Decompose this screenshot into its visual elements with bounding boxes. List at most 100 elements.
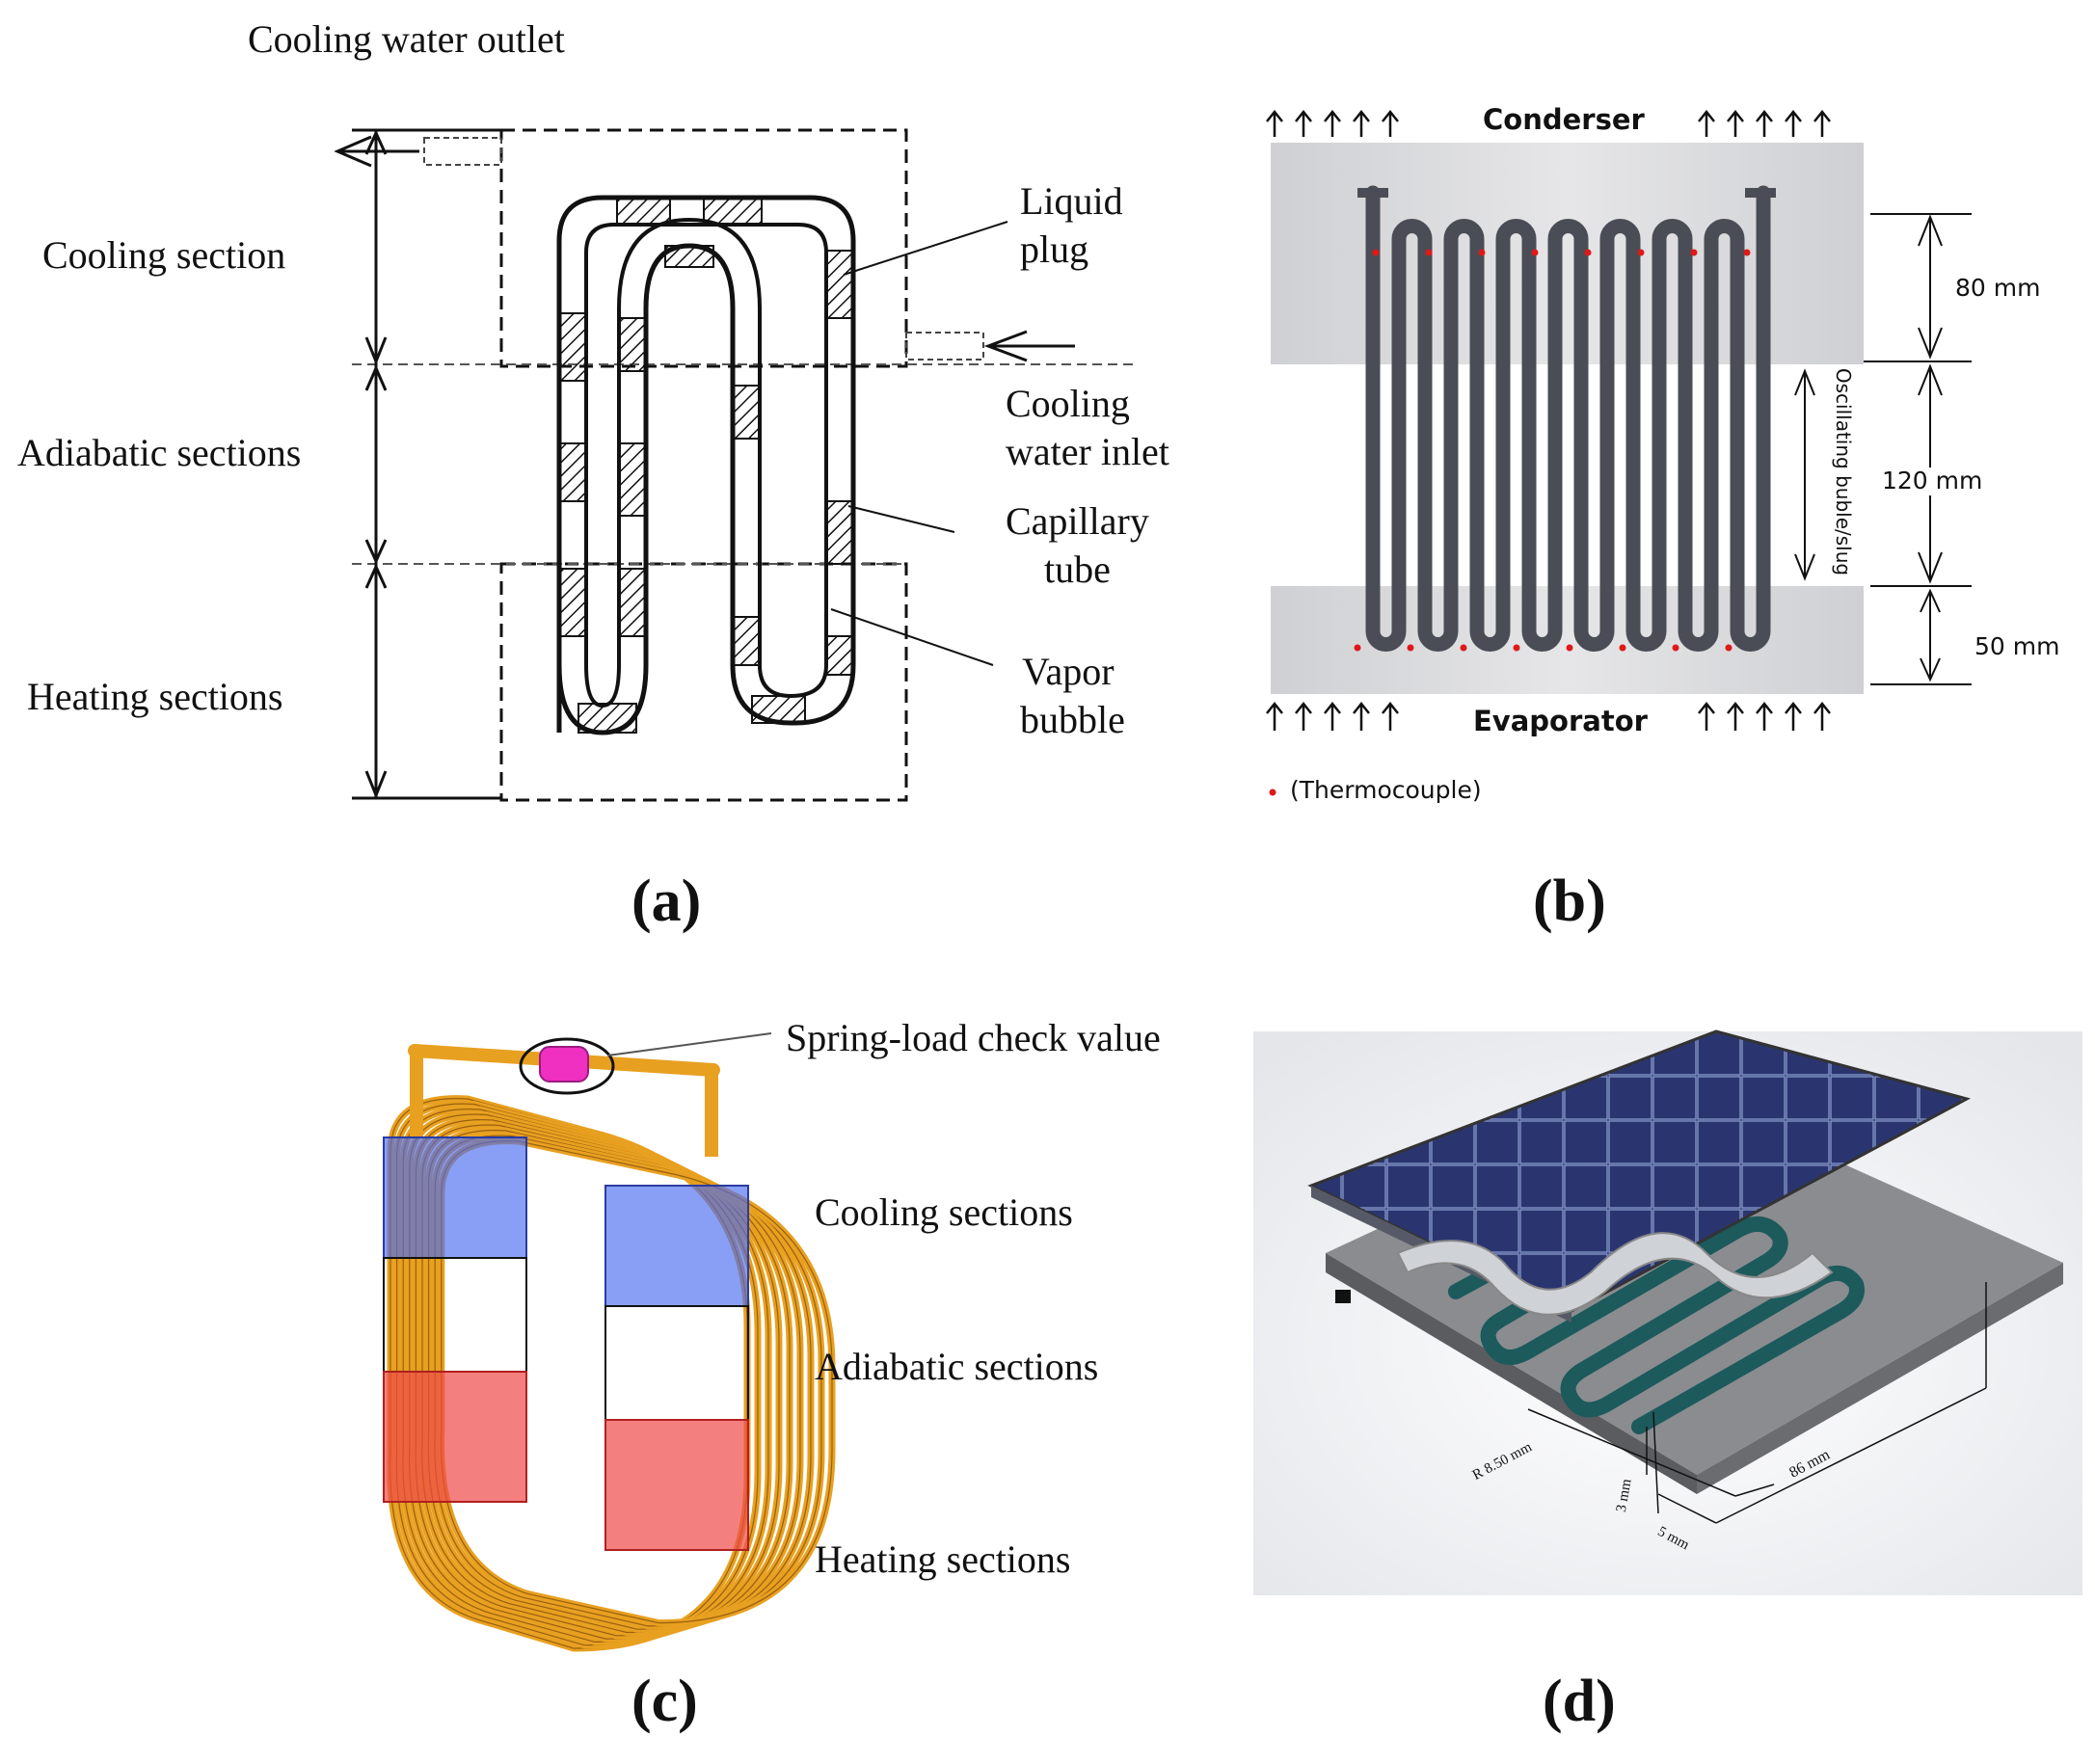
check-valve-highlight [519, 1037, 615, 1095]
heat-arrow [1698, 109, 1715, 137]
adiabatic-block-right [604, 1305, 749, 1421]
heating-sections-label-c: Heating sections [815, 1537, 1071, 1581]
caption-c: (c) [631, 1669, 698, 1734]
thermocouple-dot [1637, 249, 1645, 256]
heating-block-right [604, 1419, 749, 1551]
coil-tube-edge [434, 1135, 822, 1627]
thermocouple-dot [1460, 644, 1467, 652]
evaporator-label: Evaporator [1473, 705, 1648, 737]
oscillating-label: Oscillating buble/slug [1832, 367, 1856, 576]
cooling-block-right [604, 1185, 749, 1307]
heat-arrow [1727, 701, 1744, 731]
outlet-stub [423, 137, 502, 166]
thermocouple-dot [1354, 644, 1361, 652]
heat-arrow [1382, 701, 1399, 731]
coil-tube-edge [421, 1124, 801, 1634]
capillary-tube-leader [847, 505, 955, 533]
solar-panel-render-d [1253, 1029, 2082, 1595]
base-slab-front [1326, 1253, 1697, 1494]
junction-box [1335, 1290, 1351, 1303]
panel-d: R 8.50 mm 3 mm 5 mm 86 mm (d) [1253, 1029, 2082, 1764]
check-valve [539, 1046, 589, 1082]
inlet-stub [905, 332, 984, 361]
heat-arrow [1353, 109, 1370, 137]
thermocouple-dot [1690, 249, 1698, 256]
panel-c: Spring-load check value Cooling sections… [0, 983, 1234, 1754]
heat-arrow [1353, 701, 1370, 731]
capillary-tube-outer [556, 195, 856, 735]
capillary-tube-label-line2: tube [1044, 548, 1111, 591]
condenser-heat-arrows [1266, 109, 1831, 137]
cooling-section-label: Cooling section [42, 233, 286, 277]
check-valve-label: Spring-load check value [786, 1016, 1161, 1059]
panel-a: Cooling water outlet Cooling section Adi… [0, 0, 1205, 945]
heat-arrow [1785, 701, 1802, 731]
thermocouple-dot [1425, 249, 1433, 256]
capillary-tube-label-line1: Capillary [1006, 499, 1149, 543]
thermocouple-dot [1619, 644, 1626, 652]
adiabatic-sections-label: Adiabatic sections [17, 431, 302, 474]
thermocouple-dot [1372, 249, 1380, 256]
thermocouple-dot [1407, 644, 1414, 652]
liquid-plugs [558, 197, 854, 734]
thermocouple-dot [1513, 644, 1520, 652]
heating-block-left [383, 1371, 527, 1503]
thermocouple-dot [1743, 249, 1751, 256]
thermocouple-dot [1531, 249, 1539, 256]
vapor-bubble-leader [830, 608, 994, 666]
caption-a: (a) [631, 869, 702, 934]
heat-arrow [1295, 109, 1312, 137]
cooling-water-inlet-label-line1: Cooling [1006, 382, 1130, 425]
panel-b: Conderser Evaporator 80 mm 120 mm 50 mm … [1244, 87, 2092, 954]
heat-arrow [1382, 109, 1399, 137]
caption-b: (b) [1533, 869, 1606, 934]
thermocouple-dot [1478, 249, 1486, 256]
coil-tube-edge [415, 1119, 791, 1637]
heat-arrow [1727, 109, 1744, 137]
ophp-schematic-b [1266, 109, 1972, 796]
thermocouple-dot [1672, 644, 1679, 652]
heating-sections-label: Heating sections [27, 675, 283, 718]
evaporator-heat-arrows [1266, 701, 1831, 731]
vapor-bubble-label-line1: Vapor [1022, 650, 1115, 693]
condenser-block [1271, 143, 1864, 364]
heating-box [499, 562, 908, 802]
liquid-plug-label-line2: plug [1020, 227, 1089, 271]
caption-d: (d) [1543, 1669, 1616, 1734]
coil-tube-edge [395, 1103, 759, 1646]
thermocouple-legend-dot [1269, 788, 1276, 796]
cooling-water-inlet-label-line2: water inlet [1006, 430, 1169, 473]
cooling-sections-label: Cooling sections [815, 1190, 1073, 1234]
heat-arrow [1266, 109, 1283, 137]
coil-tube-edge [408, 1113, 780, 1640]
liquid-plug-label-line1: Liquid [1020, 179, 1123, 223]
dim-50-label: 50 mm [1974, 632, 2060, 660]
coil-tube-edge [427, 1130, 812, 1630]
thermocouple-dot [1566, 644, 1573, 652]
adiabatic-sections-label-c: Adiabatic sections [815, 1345, 1099, 1388]
heat-arrow [1295, 701, 1312, 731]
cooling-water-outlet-label: Cooling water outlet [248, 17, 565, 61]
evaporator-block [1271, 586, 1864, 694]
ophp-schematic-a [334, 128, 1138, 802]
heat-arrow [1813, 701, 1831, 731]
heat-arrow [1698, 701, 1715, 731]
heat-arrow [1756, 109, 1773, 137]
ophp-coil-c [383, 1032, 836, 1652]
coil-tubes [387, 1095, 836, 1652]
heat-arrow [1756, 701, 1773, 731]
serpentine-tube [1365, 185, 1771, 652]
heat-arrow [1813, 109, 1831, 137]
vapor-bubble-label-line2: bubble [1020, 698, 1125, 741]
heat-arrow [1324, 701, 1341, 731]
check-valve-leader [606, 1032, 772, 1056]
thermocouple-dot [1725, 644, 1732, 652]
base-slab-side [1697, 1263, 2063, 1494]
condenser-label: Conderser [1483, 103, 1645, 136]
coil-tube-edge [402, 1109, 769, 1644]
heat-arrow [1266, 701, 1283, 731]
cooling-block-left [383, 1136, 527, 1259]
thermocouple-dot [1584, 249, 1592, 256]
heat-arrow [1324, 109, 1341, 137]
cooling-box [499, 128, 908, 368]
